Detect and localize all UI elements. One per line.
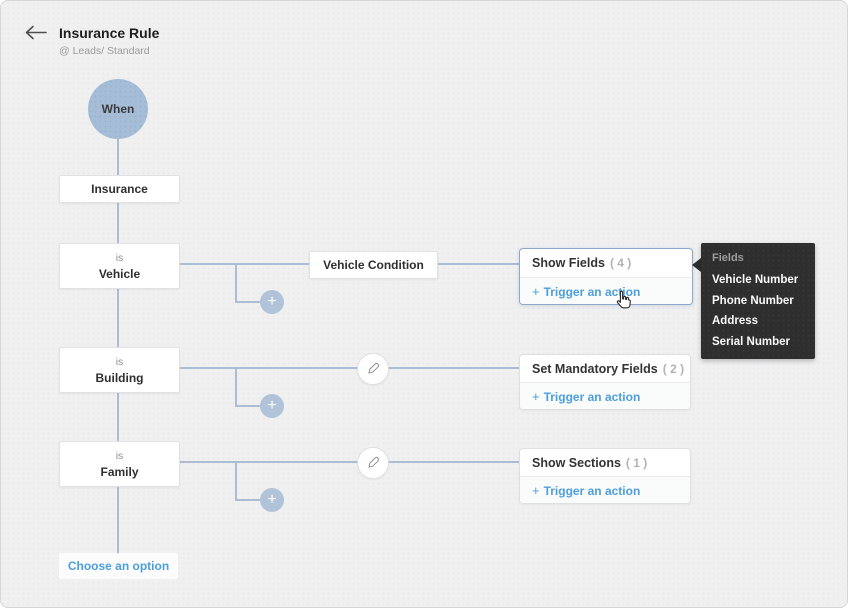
tooltip-title: Fields — [712, 252, 744, 264]
condition-value: Vehicle — [98, 266, 141, 281]
choose-option-button[interactable]: Choose an option — [59, 553, 178, 579]
action-trigger-row: +Trigger an action — [520, 382, 690, 409]
edit-criteria-button[interactable] — [357, 447, 389, 479]
trigger-action-link[interactable]: +Trigger an action — [532, 483, 640, 498]
condition-prefix: is — [115, 449, 124, 462]
action-title-row: Show Sections ( 1 ) — [520, 449, 690, 476]
action-title-row: Set Mandatory Fields ( 2 ) — [520, 355, 690, 382]
tooltip-item: Phone Number — [712, 294, 794, 307]
action-count: ( 1 ) — [625, 455, 648, 470]
edit-criteria-button[interactable] — [357, 353, 389, 385]
field-node-insurance[interactable]: Insurance — [59, 175, 180, 203]
add-condition-button[interactable]: + — [260, 394, 284, 418]
condition-node-building[interactable]: is Building — [59, 347, 180, 393]
action-box-set-mandatory-fields[interactable]: Set Mandatory Fields ( 2 ) +Trigger an a… — [519, 354, 691, 410]
plus-icon: + — [267, 397, 277, 414]
action-trigger-row: +Trigger an action — [520, 277, 692, 304]
action-box-show-fields[interactable]: Show Fields ( 4 ) +Trigger an action — [519, 248, 693, 305]
branch1-drop-connector — [235, 263, 237, 303]
action-title: Set Mandatory Fields — [532, 361, 658, 376]
trigger-action-label: Trigger an action — [543, 389, 641, 404]
condition-node-vehicle[interactable]: is Vehicle — [59, 243, 180, 289]
action-box-show-sections[interactable]: Show Sections ( 1 ) +Trigger an action — [519, 448, 691, 504]
when-node[interactable]: When — [88, 79, 148, 139]
add-condition-button[interactable]: + — [260, 488, 284, 512]
field-node-label: Insurance — [91, 182, 148, 196]
trigger-action-label: Trigger an action — [543, 284, 641, 299]
fields-tooltip: Fields Vehicle Number Phone Number Addre… — [701, 243, 815, 359]
page-subtitle: @ Leads/ Standard — [59, 45, 150, 57]
tooltip-item: Serial Number — [712, 335, 790, 348]
branch2-horizontal-connector — [178, 367, 519, 369]
tooltip-item: Vehicle Number — [712, 274, 799, 286]
condition-prefix: is — [115, 251, 124, 264]
condition-node-family[interactable]: is Family — [59, 441, 180, 487]
pencil-icon — [368, 362, 380, 374]
back-arrow-icon — [25, 25, 47, 40]
page-title: Insurance Rule — [59, 25, 160, 41]
action-count: ( 2 ) — [662, 361, 685, 376]
branch3-horizontal-connector — [178, 461, 519, 463]
trigger-action-link[interactable]: +Trigger an action — [532, 284, 640, 299]
plus-icon: + — [267, 293, 277, 310]
branch2-drop-connector — [235, 367, 237, 407]
add-condition-button[interactable]: + — [260, 290, 284, 314]
condition-value: Family — [100, 464, 139, 479]
main-vertical-connector — [117, 138, 119, 554]
action-trigger-row: +Trigger an action — [520, 476, 690, 503]
tooltip-item: Address — [712, 315, 759, 327]
trigger-action-link[interactable]: +Trigger an action — [532, 389, 640, 404]
branch2-plus-connector — [235, 405, 261, 407]
plus-icon: + — [532, 283, 540, 299]
branch3-plus-connector — [235, 499, 261, 501]
pencil-icon — [368, 456, 380, 468]
action-title: Show Fields — [532, 256, 605, 270]
plus-icon: + — [267, 491, 277, 508]
trigger-action-label: Trigger an action — [543, 483, 641, 498]
plus-icon: + — [532, 388, 540, 404]
hand-cursor-icon — [614, 289, 633, 315]
action-title: Show Sections — [532, 455, 621, 470]
criteria-node-label: Vehicle Condition — [323, 258, 424, 272]
back-button[interactable] — [25, 25, 47, 45]
condition-prefix: is — [115, 355, 124, 368]
condition-value: Building — [95, 370, 144, 385]
branch3-drop-connector — [235, 461, 237, 501]
action-title-row: Show Fields ( 4 ) — [520, 249, 692, 277]
plus-icon: + — [532, 482, 540, 498]
criteria-node-vehicle-condition[interactable]: Vehicle Condition — [309, 251, 438, 279]
action-count: ( 4 ) — [609, 256, 632, 270]
tooltip-arrow — [692, 258, 701, 272]
branch1-plus-connector — [235, 301, 261, 303]
